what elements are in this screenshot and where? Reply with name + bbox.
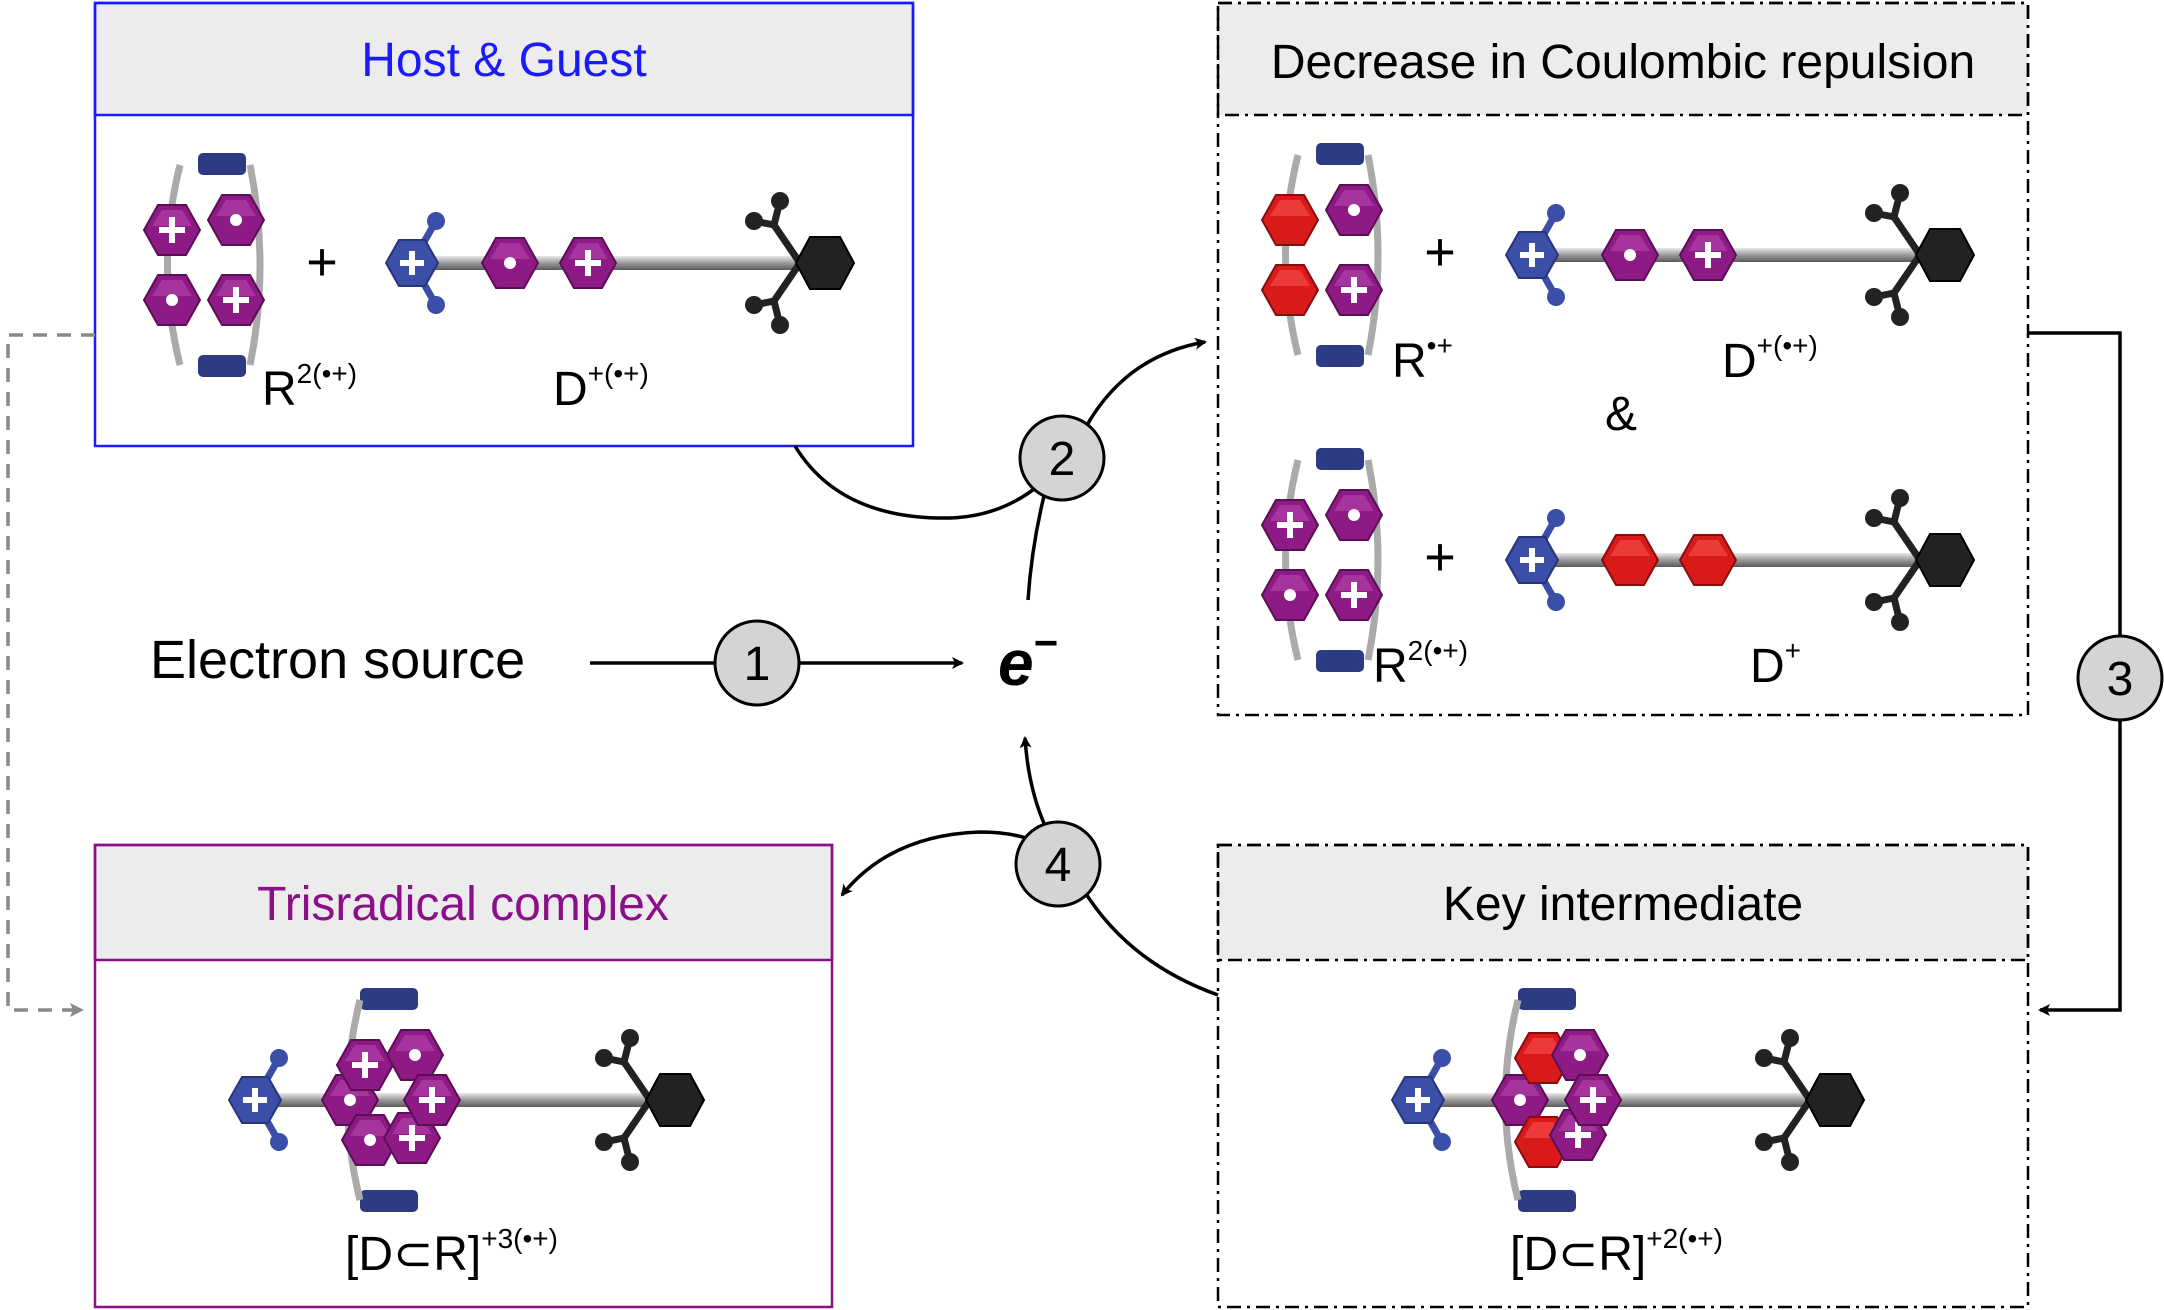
key-frame	[1216, 843, 2030, 1309]
coulombic-label-R-bottom: R2(•+)	[1373, 635, 1468, 693]
host-guest-frame	[93, 1, 915, 448]
cyclophane-R-radical-cation	[1261, 143, 1383, 367]
svg-text:4: 4	[1045, 839, 1072, 892]
key-title: Key intermediate	[1443, 878, 1803, 931]
host-guest-box: Host & Guest + R2(•+) D+(•+)	[93, 1, 915, 448]
coulombic-ampersand: &	[1605, 388, 1637, 441]
coulombic-label-D-bottom: D+	[1750, 635, 1801, 693]
coulombic-label-D-top: D+(•+)	[1722, 330, 1818, 388]
electron-symbol: e−	[998, 619, 1058, 699]
step-3-badge: 3	[2076, 634, 2164, 722]
step-2-badge: 2	[1018, 414, 1106, 502]
step-4-badge: 4	[1014, 820, 1102, 908]
key-label: [D⊂R]+2(•+)	[1510, 1223, 1723, 1281]
dashed-direct-path	[6, 333, 95, 1017]
host-label-R: R2(•+)	[262, 358, 357, 416]
coulombic-top-plus: +	[1424, 222, 1456, 282]
key-header-bg	[1216, 843, 2030, 962]
trisradical-frame	[93, 843, 834, 1309]
coulombic-box: Decrease in Coulombic repulsion + R•+ D+…	[1216, 1, 2030, 717]
host-guest-header-bg	[93, 1, 915, 117]
svg-text:1: 1	[744, 638, 771, 691]
host-plus: +	[306, 232, 338, 292]
key-intermediate-box: Key intermediate [D⊂R]+2(•+)	[1216, 843, 2030, 1309]
coulombic-frame	[1216, 1, 2030, 717]
axle-D-host	[386, 192, 854, 334]
cyclophane-R-host	[143, 153, 265, 377]
trisradical-title: Trisradical complex	[257, 878, 669, 931]
electron-source-label: Electron source	[150, 630, 525, 690]
trisradical-rotaxane	[229, 988, 704, 1212]
trisradical-label: [D⊂R]+3(•+)	[345, 1223, 558, 1281]
arrow-host-to-coulombic	[793, 337, 1207, 520]
coulombic-label-R-top: R•+	[1392, 330, 1453, 388]
axle-D-bottom	[1506, 489, 1974, 631]
trisradical-box: Trisradical complex [D⊂R]+3(•+)	[93, 843, 834, 1309]
svg-text:3: 3	[2107, 653, 2134, 706]
step-1-badge: 1	[713, 619, 801, 707]
axle-D-top	[1506, 184, 1974, 326]
host-guest-title: Host & Guest	[361, 34, 646, 87]
key-rotaxane	[1392, 988, 1864, 1212]
svg-text:2: 2	[1049, 433, 1076, 486]
cyclophane-R-dication	[1261, 448, 1383, 672]
coulombic-bottom-plus: +	[1424, 527, 1456, 587]
coulombic-title: Decrease in Coulombic repulsion	[1271, 36, 1975, 89]
coulombic-header-bg	[1216, 1, 2030, 117]
host-label-D: D+(•+)	[553, 358, 649, 416]
